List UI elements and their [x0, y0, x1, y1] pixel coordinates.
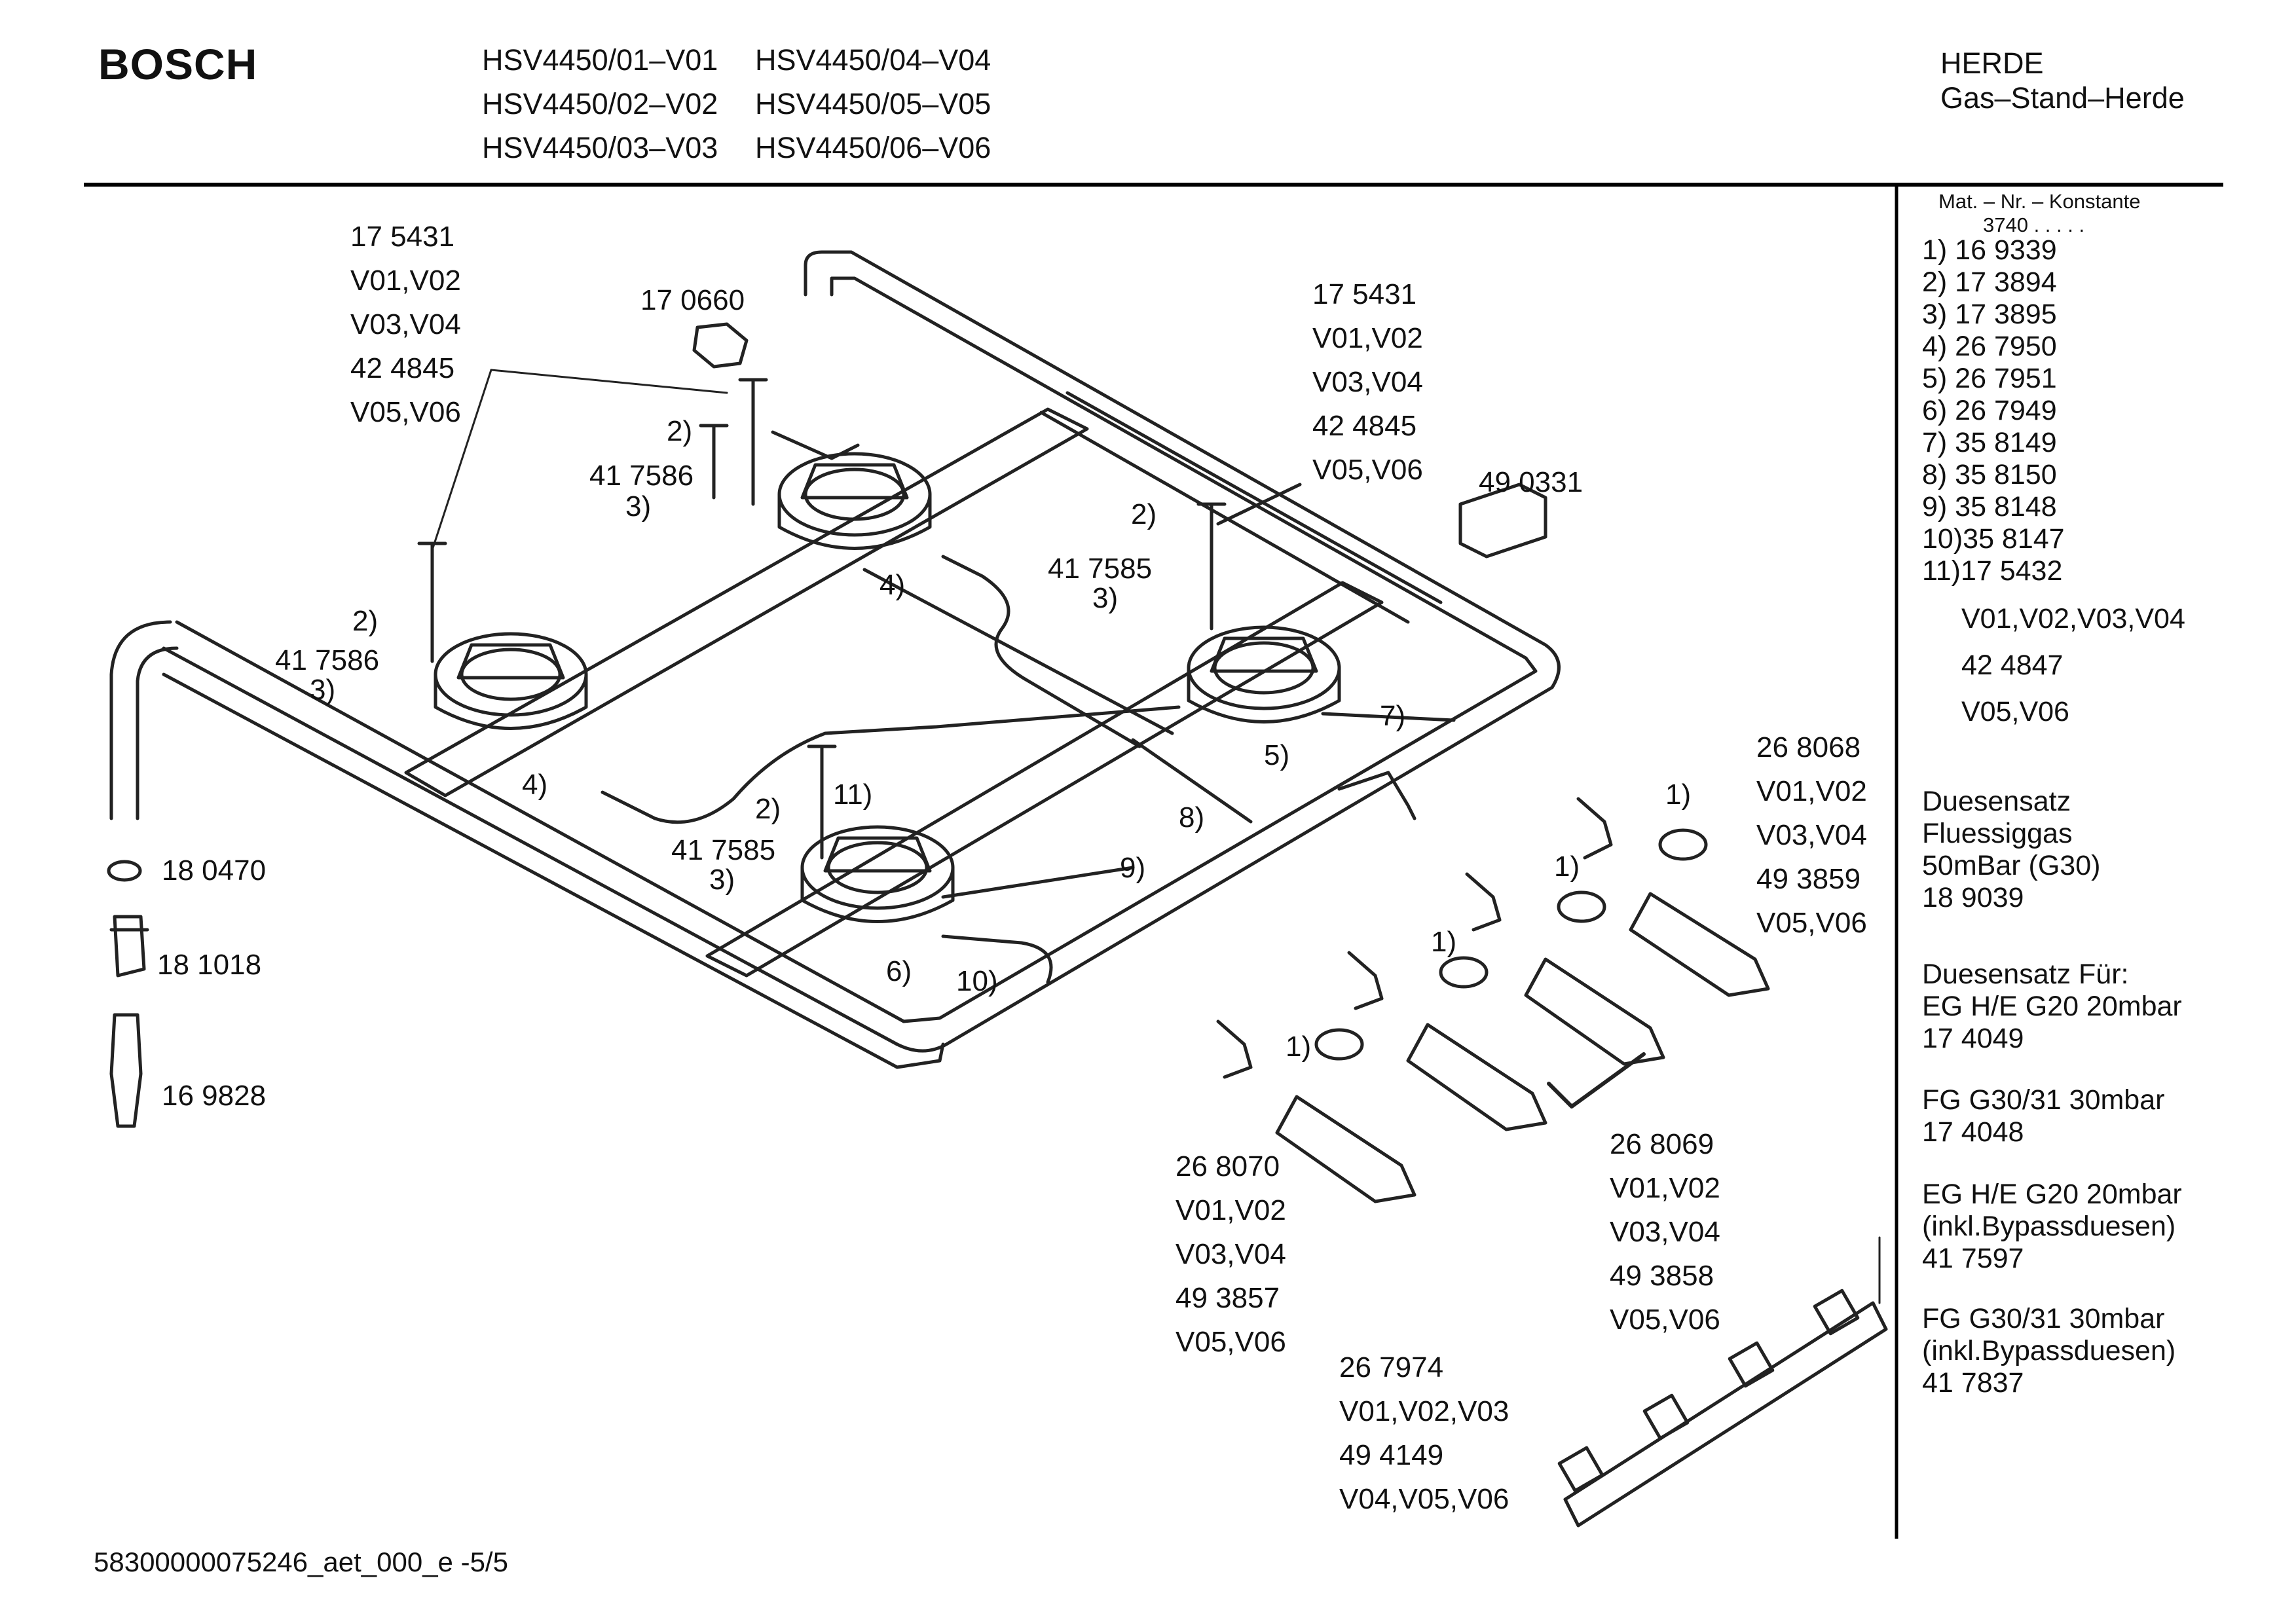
gas-valve-b [1465, 872, 1665, 1066]
callout: 8) [1179, 801, 1205, 833]
callout: 3) [310, 674, 336, 706]
sidebar-variant-block: V01,V02,V03,V04 42 4847 V05,V06 [1961, 603, 2185, 727]
brand-logo: BOSCH [98, 40, 258, 88]
model-number: HSV4450/02–V02 [482, 87, 718, 120]
gas-tube-8 [1131, 738, 1253, 824]
gas-valve-c [1347, 951, 1547, 1131]
callout: 2) [667, 415, 693, 447]
washer-180470 [107, 860, 142, 882]
gas-tube-9 [941, 866, 1135, 899]
category-title: HERDE [1940, 46, 2044, 80]
burner-frame [109, 250, 1561, 1069]
label-thermocouple-left: 17 5431 V01,V02 V03,V04 42 4845 V05,V06 [350, 221, 461, 428]
label-nut: 17 0660 [640, 284, 745, 316]
label-417585-right: 41 7585 [1048, 553, 1153, 585]
callout: 3) [709, 864, 735, 896]
model-list-col2: HSV4450/04–V04 HSV4450/05–V05 HSV4450/06… [755, 38, 991, 170]
callout: 3) [1092, 582, 1119, 614]
list-item: 10)35 8147 [1922, 523, 2065, 555]
thermocouple-left [417, 541, 447, 663]
ignition-electrode [699, 424, 729, 500]
callout: 1) [1431, 926, 1457, 958]
model-number: HSV4450/03–V03 [482, 131, 718, 164]
label-thermocouple-right: 17 5431 V01,V02 V03,V04 42 4845 V05,V06 [1312, 278, 1423, 486]
list-item: 6) 26 7949 [1922, 395, 2057, 426]
nozzle-set-g20: Duesensatz Für: EG H/E G20 20mbar 17 404… [1922, 959, 2182, 1054]
gas-tube-4b [601, 705, 1181, 824]
nozzle-set-g20-bypass: EG H/E G20 20mbar (inkl.Bypassduesen) 41… [1922, 1179, 2182, 1274]
connector-169828 [109, 1013, 143, 1128]
label-417586-left: 41 7586 [275, 644, 380, 676]
list-item: 4) 26 7950 [1922, 331, 2057, 362]
thermocouple-rear [738, 378, 768, 506]
nozzle-set-g30: FG G30/31 30mbar 17 4048 [1922, 1084, 2165, 1148]
callout: 1) [1554, 851, 1580, 883]
model-list-col1: HSV4450/01–V01 HSV4450/02–V02 HSV4450/03… [482, 38, 718, 170]
gas-valve-a [1576, 797, 1770, 997]
label-union: 18 1018 [157, 949, 262, 981]
burner-right [1187, 625, 1341, 724]
appliance-category: HERDE Gas–Stand–Herde [1940, 46, 2185, 115]
model-number: HSV4450/01–V01 [482, 43, 718, 77]
label-417586-rear: 41 7586 [589, 460, 694, 492]
burner-front [800, 825, 955, 923]
sidebar-title: Mat. – Nr. – Konstante [1938, 190, 2141, 213]
callout: 7) [1380, 700, 1406, 732]
label-valve-268069: 26 8069 V01,V02 V03,V04 49 3858 V05,V06 [1610, 1128, 1720, 1336]
category-subtitle: Gas–Stand–Herde [1940, 81, 2185, 115]
document-id: 58300000075246_aet_000_e -5/5 [94, 1547, 508, 1577]
sidebar-parts-list: 1) 16 9339 2) 17 3894 3) 17 3895 4) 26 7… [1922, 234, 2065, 587]
callout: 2) [352, 605, 379, 637]
callout: 9) [1120, 852, 1146, 884]
list-item: 8) 35 8150 [1922, 459, 2057, 490]
callout: 1) [1665, 779, 1692, 811]
union-181018 [109, 915, 149, 978]
callout: 10) [956, 965, 998, 997]
mounting-clip [1337, 771, 1416, 820]
label-switch: 49 0331 [1479, 466, 1583, 498]
nozzle-set-lpg: Duesensatz Fluessiggas 50mBar (G30) 18 9… [1922, 786, 2101, 913]
label-bracket-267974: 26 7974 V01,V02,V03 49 4149 V04,V05,V06 [1339, 1351, 1509, 1515]
callout: 5) [1264, 739, 1290, 771]
list-item: 9) 35 8148 [1922, 491, 2057, 522]
callout: 11) [833, 779, 873, 811]
label-connector: 16 9828 [162, 1080, 267, 1112]
label-washer: 18 0470 [162, 854, 267, 887]
model-number: HSV4450/06–V06 [755, 131, 991, 164]
model-number: HSV4450/05–V05 [755, 87, 991, 120]
gas-tube-10 [941, 934, 1053, 984]
model-number: HSV4450/04–V04 [755, 43, 991, 77]
thermocouple-right [1196, 502, 1227, 631]
label-valve-268070: 26 8070 V01,V02 V03,V04 49 3857 V05,V06 [1176, 1150, 1286, 1358]
list-item: 2) 17 3894 [1922, 266, 2057, 298]
callout: 3) [625, 490, 652, 522]
callout: 2) [755, 793, 781, 825]
gas-tube-7 [1321, 712, 1456, 722]
sidebar-constant: 3740 . . . . . [1983, 213, 2085, 236]
switch-490331 [1458, 483, 1547, 559]
gas-valve-d [1216, 1019, 1416, 1203]
callout: 6) [886, 955, 912, 987]
label-417585-front: 41 7585 [671, 834, 776, 866]
callout: 4) [522, 769, 548, 801]
callout: 1) [1286, 1031, 1312, 1063]
list-item: 5) 26 7951 [1922, 363, 2057, 394]
nut-170660 [692, 322, 749, 369]
callout: 4) [880, 569, 906, 601]
thermocouple-front [807, 744, 837, 860]
callout: 2) [1131, 498, 1157, 530]
list-item: 11)17 5432 [1922, 555, 2063, 587]
nozzle-set-g30-bypass: FG G30/31 30mbar (inkl.Bypassduesen) 41 … [1922, 1303, 2176, 1399]
list-item: 1) 16 9339 [1922, 234, 2057, 266]
list-item: 3) 17 3895 [1922, 299, 2057, 330]
label-valve-268068: 26 8068 V01,V02 V03,V04 49 3859 V05,V06 [1756, 731, 1867, 939]
burner-rear-left [777, 452, 932, 550]
burner-left [434, 632, 588, 730]
list-item: 7) 35 8149 [1922, 427, 2057, 458]
gas-tube-4a [941, 555, 1141, 748]
